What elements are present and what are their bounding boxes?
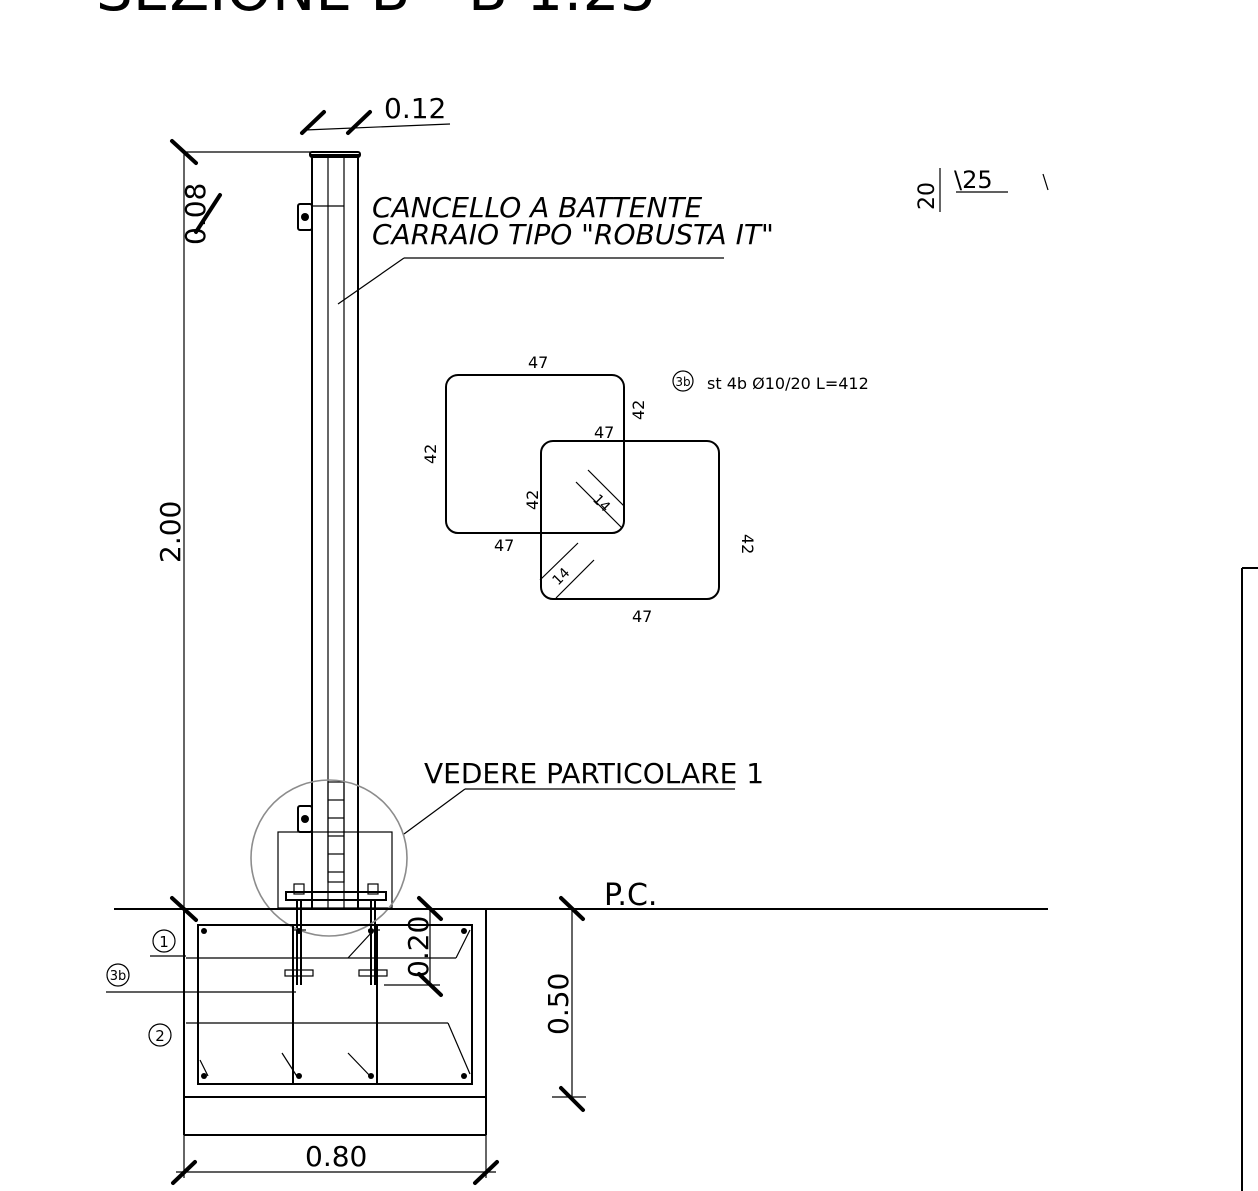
stirrup-dimensions: 47 42 47 42 42 47 42 47 14 14 [421,353,757,626]
stirrup-spec: 3b st 4b Ø10/20 L=412 [672,370,869,393]
base-plate [277,831,393,985]
svg-text:20: 20 [915,182,940,210]
hinge-top [297,203,344,231]
svg-text:1: 1 [159,933,169,951]
dim-plinth-depth: 0.50 [542,896,586,1112]
stirrup-spec-text: st 4b Ø10/20 L=412 [707,374,869,393]
svg-text:CANCELLO A BATTENTE: CANCELLO A BATTENTE [372,191,702,224]
rebar-mark-1: 1 [150,929,186,957]
svg-text:42: 42 [421,444,440,464]
hinge-bottom [297,805,313,833]
dim-plinth-width: 0.80 [171,1135,499,1185]
stirrup-mark: 3b [675,375,690,389]
anchor-bolt-left [284,883,314,985]
partial-label-top-right: 20 \25 [915,166,1049,212]
svg-text:2: 2 [155,1027,165,1045]
stirrup-shape [445,374,720,600]
svg-text:3b: 3b [110,969,127,984]
anchor-bolt-right [358,883,388,985]
svg-text:47: 47 [632,607,652,626]
svg-text:42: 42 [629,400,648,420]
svg-text:VEDERE PARTICOLARE 1: VEDERE PARTICOLARE 1 [424,757,764,790]
svg-text:CARRAIO TIPO "ROBUSTA IT": CARRAIO TIPO "ROBUSTA IT" [372,218,774,251]
section-title: SEZIONE B - B 1:25 [96,0,657,24]
detail-reference-label: VEDERE PARTICOLARE 1 [403,757,764,835]
svg-text:47: 47 [494,536,514,555]
svg-text:0.20: 0.20 [402,916,435,978]
svg-text:0.80: 0.80 [305,1140,367,1173]
detail-circle [250,779,408,937]
svg-text:42: 42 [738,534,757,554]
dim-cap-height: 0.08 [179,183,212,245]
svg-text:42: 42 [523,490,542,510]
svg-text:14: 14 [550,565,574,589]
dim-post-height: 2.00 [154,501,187,563]
svg-text:0.50: 0.50 [542,973,575,1035]
ground-level-label: P.C. [604,878,657,913]
dim-bolt-depth: 0.20 [384,896,443,997]
svg-text:\25: \25 [954,166,993,194]
title-block-frame [1241,567,1258,1191]
concrete-plinth [106,909,487,1136]
gate-post [309,151,361,910]
rebar-mark-2: 2 [148,1023,172,1047]
svg-text:47: 47 [594,423,614,442]
rebar-mark-3b: 3b [106,963,130,987]
svg-text:0.12: 0.12 [384,92,446,125]
svg-text:14: 14 [589,492,613,516]
dim-post-width: 0.12 [300,92,451,135]
gate-label: CANCELLO A BATTENTE CARRAIO TIPO "ROBUST… [337,191,774,305]
svg-text:47: 47 [528,353,548,372]
